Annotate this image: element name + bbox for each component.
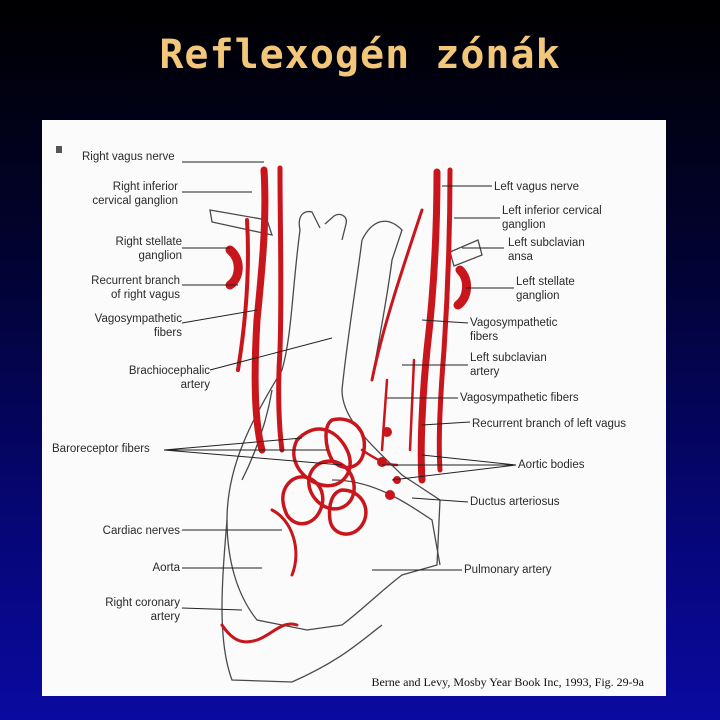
label-left-vagus-nerve: Left vagus nerve	[494, 181, 580, 193]
label-left-subclavian-ansa: Left subclavian ansa	[508, 237, 585, 263]
label-left-inferior-cervical-ganglion: Left inferior cervical ganglion	[502, 205, 602, 231]
label-cardiac-nerves: Cardiac nerves	[102, 525, 180, 537]
slide-title: Reflexogén zónák	[159, 32, 561, 78]
label-vagosympathetic-fibers-left: Vagosympathetic fibers	[94, 313, 182, 339]
label-aorta: Aorta	[152, 562, 181, 574]
label-ductus-arteriosus: Ductus arteriosus	[470, 496, 560, 508]
label-recurrent-branch-left-vagus: Recurrent branch of left vagus	[472, 418, 627, 430]
label-right-inferior-cervical-ganglion: Right inferior cervical ganglion	[92, 181, 178, 207]
anatomy-diagram	[56, 146, 517, 683]
label-right-coronary-artery: Right coronary artery	[105, 597, 180, 623]
label-brachiocephalic-artery: Brachiocephalic artery	[128, 365, 210, 391]
leader-lines	[163, 161, 517, 611]
anatomy-figure: Right vagus nerve Right inferior cervica…	[42, 120, 666, 696]
label-right-vagus-nerve: Right vagus nerve	[82, 151, 175, 163]
nerve-paths	[220, 165, 471, 644]
label-pulmonary-artery: Pulmonary artery	[464, 564, 552, 576]
label-left-subclavian-artery: Left subclavian artery	[470, 352, 547, 378]
figure-citation: Berne and Levy, Mosby Year Book Inc, 199…	[371, 675, 644, 689]
label-recurrent-branch-right-vagus: Recurrent branch of right vagus	[91, 275, 180, 301]
corner-marker	[56, 146, 62, 153]
label-left-stellate-ganglion: Left stellate ganglion	[516, 276, 575, 302]
label-baroreceptor-fibers: Baroreceptor fibers	[52, 443, 150, 455]
label-vagosympathetic-fibers-lower: Vagosympathetic fibers	[460, 392, 579, 404]
label-vagosympathetic-fibers-right: Vagosympathetic fibers	[470, 317, 558, 343]
label-aortic-bodies: Aortic bodies	[518, 459, 585, 471]
label-right-stellate-ganglion: Right stellate ganglion	[115, 236, 182, 262]
